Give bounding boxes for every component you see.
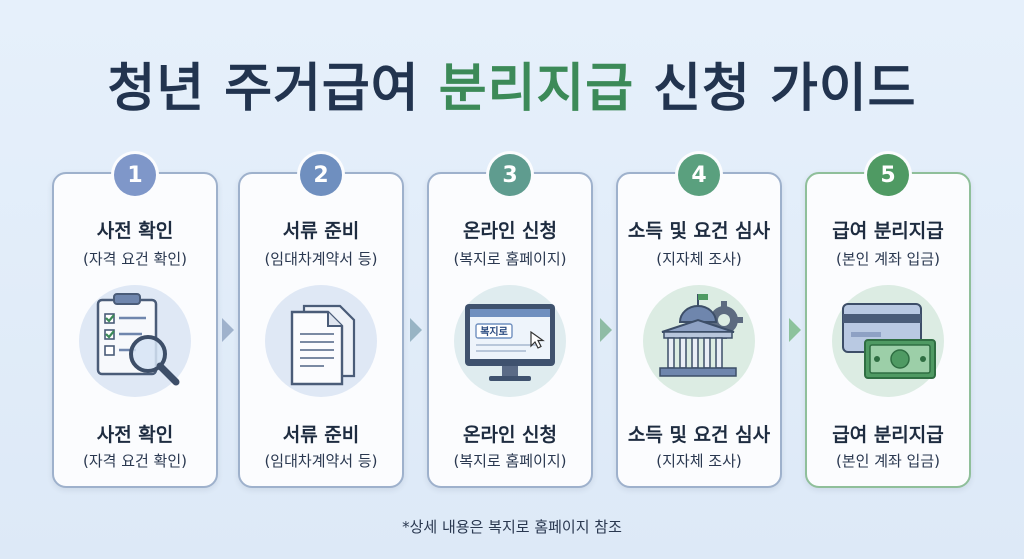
step-subtitle: (복지로 홈페이지) bbox=[453, 452, 567, 470]
step-subtitle: (지자체 조사) bbox=[656, 250, 742, 268]
title-part2: 신청 가이드 bbox=[653, 59, 917, 119]
step-card-5: 5 급여 분리지급 (본인 계좌 입금) 급여 분리지급 (본인 계좌 입금) bbox=[805, 154, 971, 488]
arrow-icon bbox=[410, 318, 422, 342]
card-and-cash-icon bbox=[832, 285, 944, 397]
title-highlight: 분리지급 bbox=[438, 59, 635, 119]
step-title: 온라인 신청 bbox=[462, 424, 557, 446]
arrow-icon bbox=[789, 318, 801, 342]
step-subtitle: (임대차계약서 등) bbox=[264, 452, 378, 470]
step-badge-5: 5 bbox=[867, 154, 909, 196]
step-title: 서류 준비 bbox=[282, 220, 360, 242]
step-card-1: 1 사전 확인 (자격 요건 확인) 사전 확인 (자격 요건 확인) bbox=[52, 154, 218, 488]
computer-monitor-icon: 복지로 bbox=[454, 285, 566, 397]
step-card-4: 4 소득 및 요건 심사 (지자체 조사) 소득 및 요건 심사 (지자체 조사… bbox=[616, 154, 782, 488]
step-title: 서류 준비 bbox=[282, 424, 360, 446]
step-badge-2: 2 bbox=[300, 154, 342, 196]
step-card-2: 2 서류 준비 (임대차계약서 등) 서류 준비 (임대차계약서 등) bbox=[238, 154, 404, 488]
step-badge-1: 1 bbox=[114, 154, 156, 196]
step-subtitle: (복지로 홈페이지) bbox=[453, 250, 567, 268]
step-subtitle: (지자체 조사) bbox=[656, 452, 742, 470]
step-subtitle: (본인 계좌 입금) bbox=[835, 452, 941, 470]
checklist-magnifier-icon bbox=[79, 285, 191, 397]
monitor-screen-label: 복지로 bbox=[480, 325, 508, 338]
step-subtitle: (자격 요건 확인) bbox=[82, 452, 188, 470]
step-subtitle: (임대차계약서 등) bbox=[264, 250, 378, 268]
step-badge-3: 3 bbox=[489, 154, 531, 196]
step-title: 사전 확인 bbox=[96, 424, 174, 446]
step-subtitle: (본인 계좌 입금) bbox=[835, 250, 941, 268]
step-card-3: 3 온라인 신청 (복지로 홈페이지) 복지로 온라인 신청 (복지로 홈페이지… bbox=[427, 154, 593, 488]
title-part1: 청년 주거급여 bbox=[107, 59, 420, 119]
step-subtitle: (자격 요건 확인) bbox=[82, 250, 188, 268]
step-title: 사전 확인 bbox=[96, 220, 174, 242]
step-title: 온라인 신청 bbox=[462, 220, 557, 242]
footnote: *상세 내용은 복지로 홈페이지 참조 bbox=[402, 518, 622, 536]
step-title: 소득 및 요건 심사 bbox=[627, 220, 771, 242]
documents-icon bbox=[265, 285, 377, 397]
arrow-icon bbox=[222, 318, 234, 342]
step-title: 급여 분리지급 bbox=[832, 424, 944, 446]
step-badge-4: 4 bbox=[678, 154, 720, 196]
step-title: 소득 및 요건 심사 bbox=[627, 424, 771, 446]
page-title: 청년 주거급여 분리지급 신청 가이드 bbox=[0, 46, 1024, 121]
step-title: 급여 분리지급 bbox=[832, 220, 944, 242]
arrow-icon bbox=[600, 318, 612, 342]
government-building-icon bbox=[643, 285, 755, 397]
